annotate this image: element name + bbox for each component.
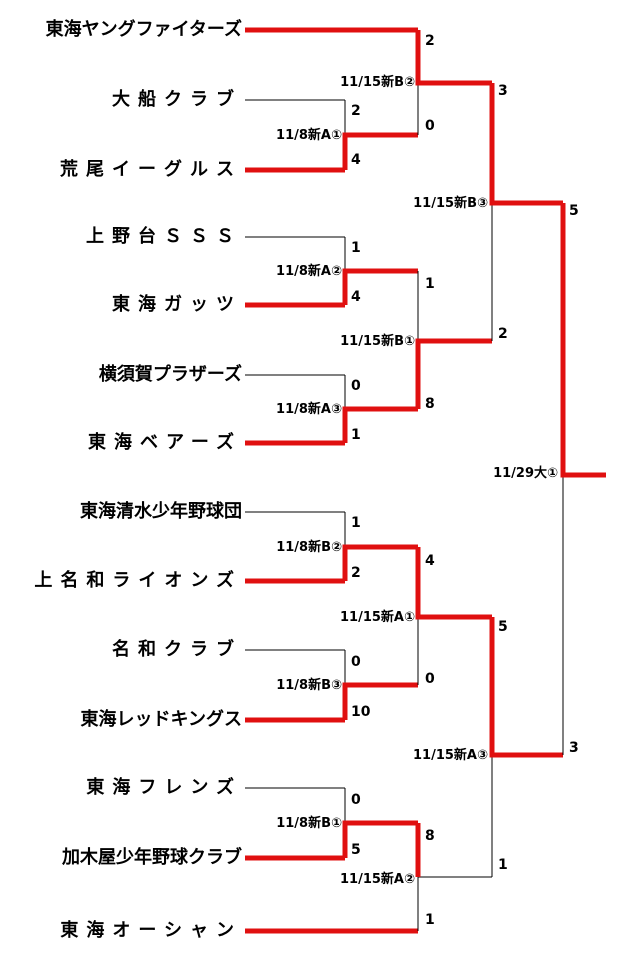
score: 0 [425, 671, 435, 687]
match-label: 11/8新B③ [276, 678, 342, 693]
team-name-13: 加木屋少年野球クラブ [62, 847, 242, 868]
team-name-2: 大船クラブ [112, 89, 242, 110]
team-name-5: 東海ガッツ [112, 294, 242, 315]
score: 1 [351, 427, 361, 443]
team-name-12: 東海フレンズ [86, 777, 242, 798]
team-name-11: 東海レッドキングス [80, 709, 242, 730]
r1-match-1 [342, 100, 418, 170]
score: 3 [498, 83, 508, 99]
score: 0 [425, 118, 435, 134]
r3-match-2 [489, 617, 563, 877]
match-label: 11/8新B② [276, 540, 342, 555]
match-label: 11/15新A③ [413, 748, 488, 763]
match-label: 11/15新B③ [413, 196, 488, 211]
score: 4 [425, 553, 435, 569]
score: 2 [351, 103, 361, 119]
score: 5 [351, 842, 361, 858]
match-label: 11/15新B① [340, 334, 415, 349]
score: 4 [351, 289, 361, 305]
team-name-14: 東海オーシャン [60, 920, 242, 941]
score: 4 [351, 152, 361, 168]
r2-match-4 [415, 823, 492, 931]
team-name-3: 荒尾イーグルス [60, 159, 242, 180]
r3-match-1 [489, 83, 563, 341]
match-label: 11/15新A① [340, 610, 415, 625]
match-label: 11/15新A② [340, 872, 415, 887]
team-name-10: 名和クラブ [112, 639, 242, 660]
r2-match-1 [415, 30, 492, 135]
team-name-7: 東海ベアーズ [87, 432, 242, 453]
score: 8 [425, 828, 435, 844]
match-label: 11/8新B① [276, 816, 342, 831]
final-match-label: 11/29大① [493, 466, 558, 481]
score: 1 [425, 276, 435, 292]
r1-match-3 [342, 375, 418, 443]
score: 2 [351, 565, 361, 581]
score: 0 [351, 654, 361, 670]
score: 1 [351, 240, 361, 256]
score: 2 [498, 326, 508, 342]
score: 1 [425, 912, 435, 928]
team-name-9: 上名和ライオンズ [34, 570, 242, 591]
r2-match-3 [415, 547, 492, 685]
team-name-8: 東海清水少年野球団 [80, 501, 242, 522]
score: 3 [569, 740, 579, 756]
match-label: 11/8新A② [276, 264, 342, 279]
score: 5 [498, 619, 508, 635]
match-label: 11/8新A③ [276, 402, 342, 417]
score: 2 [425, 33, 435, 49]
r1-match-5 [342, 650, 418, 720]
score: 0 [351, 792, 361, 808]
final-match [560, 203, 606, 755]
r1-match-4 [342, 512, 418, 581]
team-name-6: 横須賀プラザーズ [98, 364, 242, 385]
score: 1 [498, 857, 508, 873]
match-label: 11/8新A① [276, 128, 342, 143]
match-label: 11/15新B② [340, 75, 415, 90]
score: 1 [351, 515, 361, 531]
score: 10 [351, 704, 371, 720]
score: 0 [351, 378, 361, 394]
team-name-1: 東海ヤングファイターズ [45, 19, 242, 40]
r1-match-2 [342, 237, 418, 305]
score: 5 [569, 203, 579, 219]
score: 8 [425, 396, 435, 412]
r1-match-6 [342, 788, 418, 858]
team-name-4: 上野台ＳＳＳ [86, 226, 242, 247]
r2-match-2 [415, 271, 492, 409]
